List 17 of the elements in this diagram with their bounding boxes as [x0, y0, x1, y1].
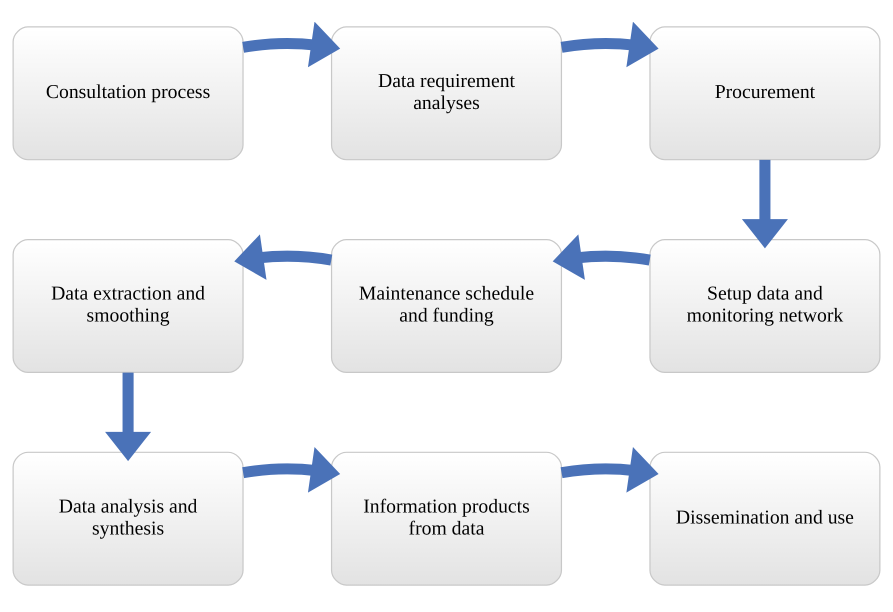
node-box: Data analysis and synthesis [12, 452, 244, 586]
arrow [242, 22, 340, 68]
arrow [552, 234, 651, 280]
arrow [742, 160, 788, 248]
node-box: Setup data and monitoring network [649, 239, 880, 373]
arrow [560, 447, 659, 493]
arrow [234, 234, 332, 280]
node-box: Data requirement analyses [330, 26, 562, 160]
node-box: Consultation process [12, 26, 244, 160]
arrow [242, 447, 340, 493]
node-box: Maintenance schedule and funding [330, 239, 562, 373]
arrow [560, 22, 659, 68]
node-box: Data extraction and smoothing [12, 239, 244, 373]
node-box: Dissemination and use [649, 452, 880, 586]
node-box: Procurement [649, 26, 880, 160]
node-box: Information products from data [330, 452, 562, 586]
arrow [105, 372, 152, 462]
